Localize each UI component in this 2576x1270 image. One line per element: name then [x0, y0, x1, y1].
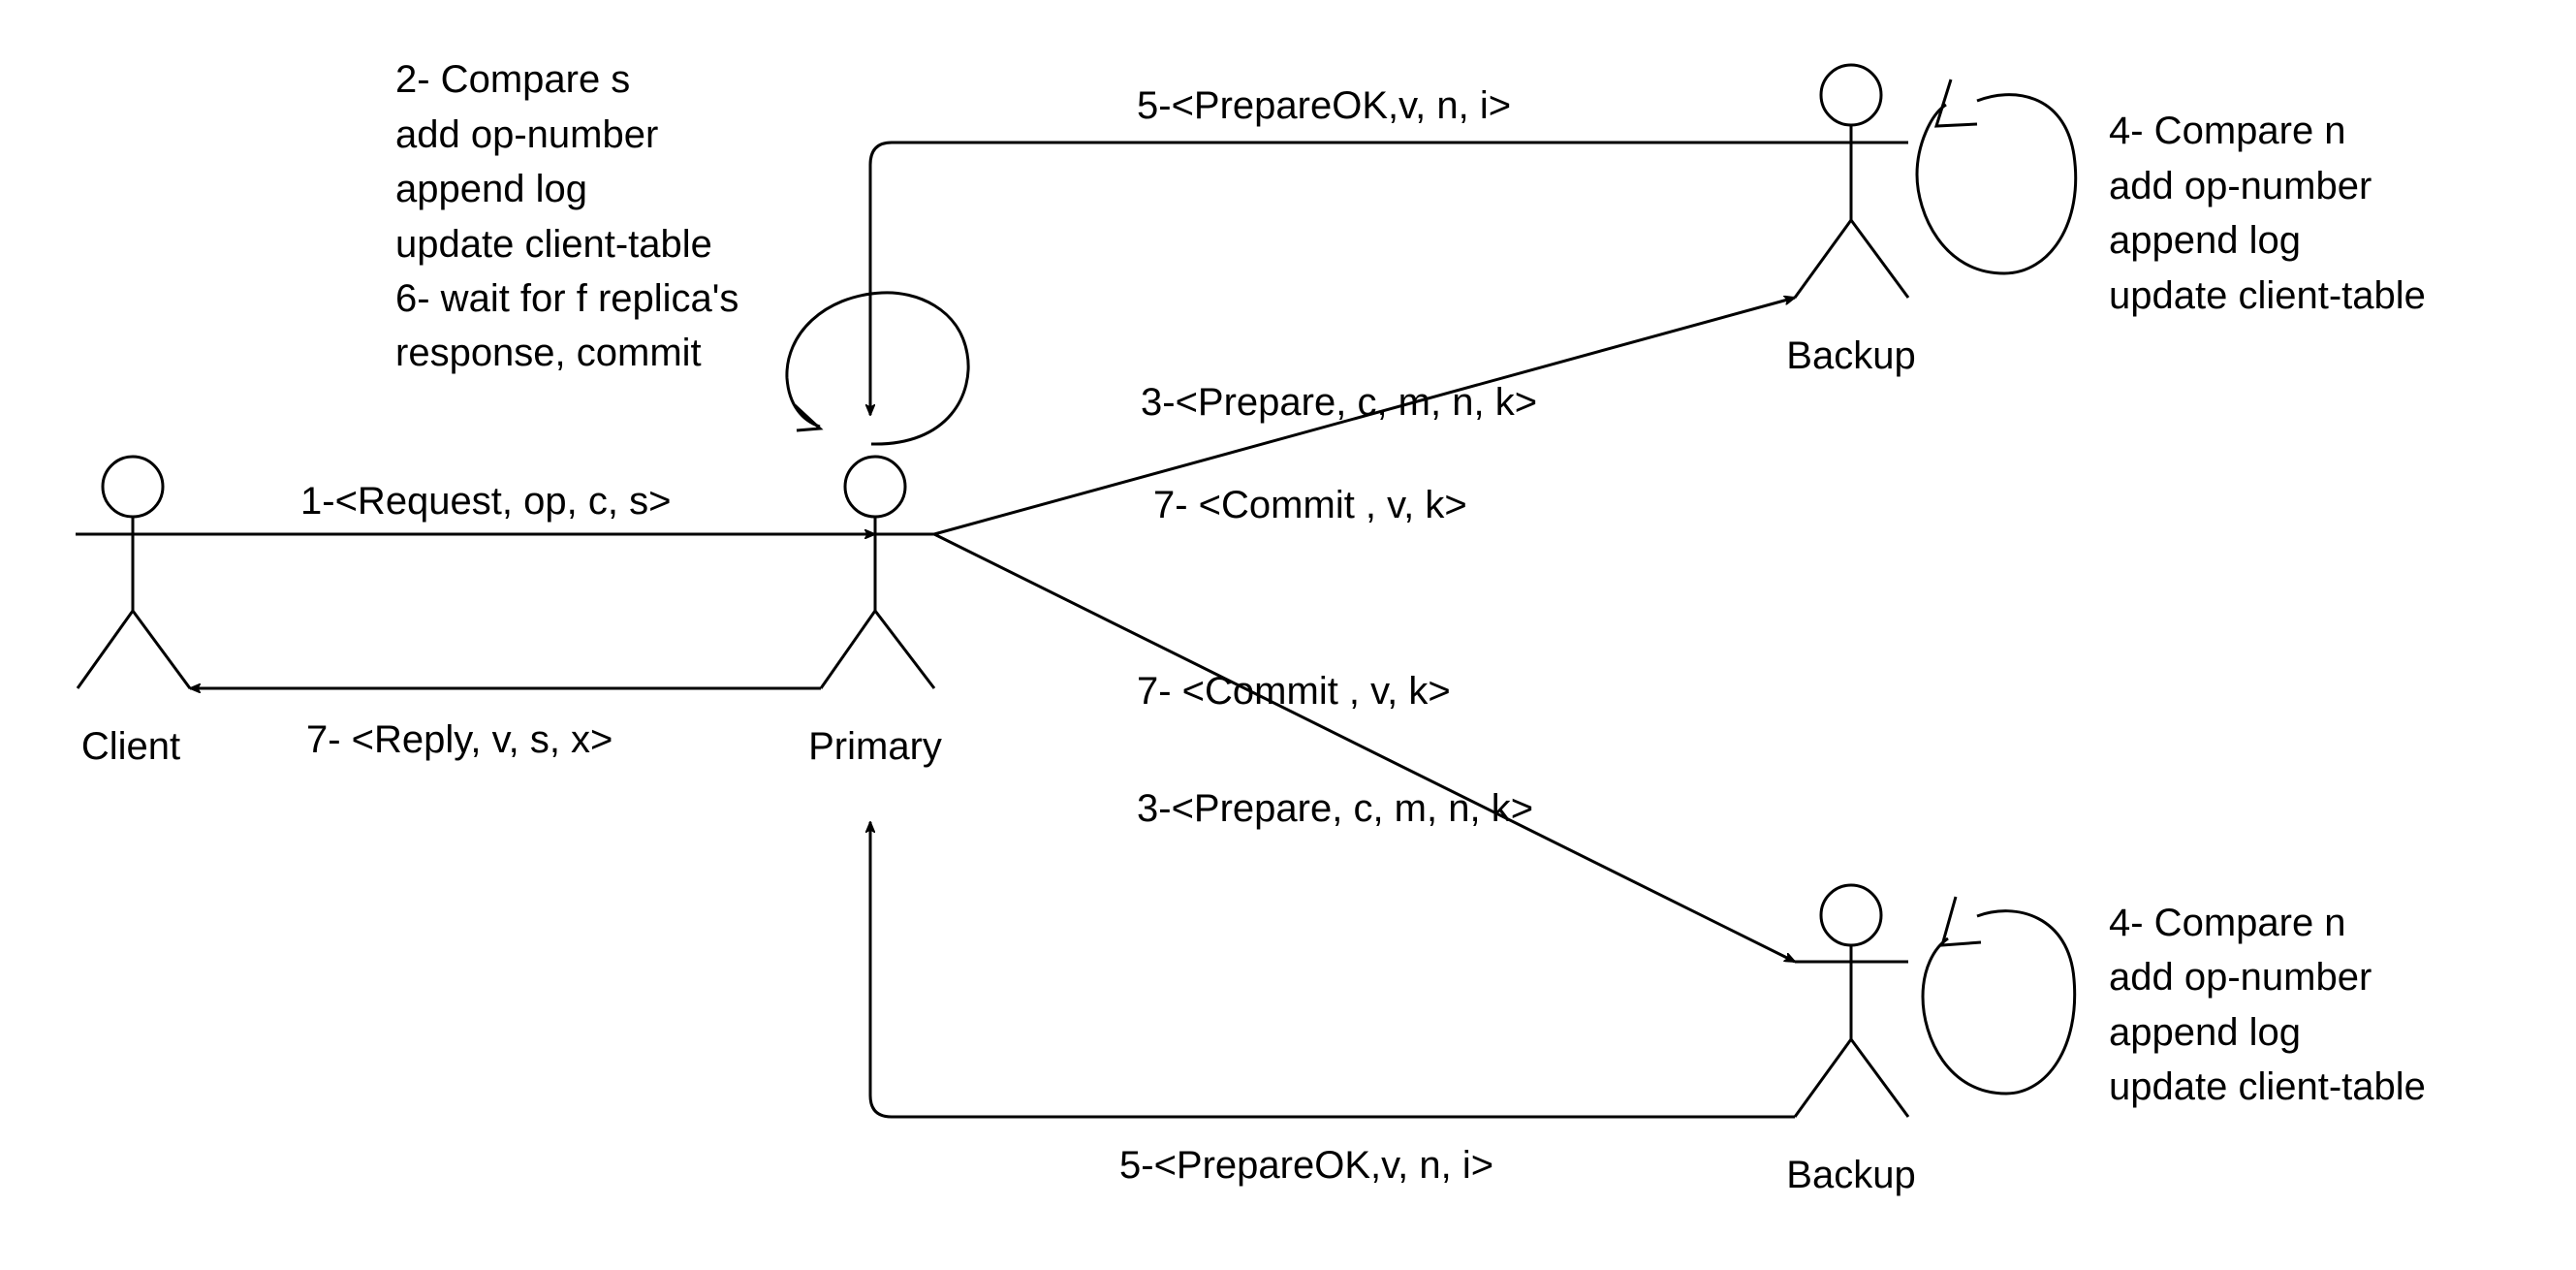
commit-bottom-label: 7- <Commit , v, k>	[1137, 670, 1451, 713]
prepare-top-label: 3-<Prepare, c, m, n, k>	[1141, 381, 1537, 424]
primary-left-leg	[819, 610, 877, 689]
backup-top-label: Backup	[1786, 334, 1915, 377]
backup-bottom-label: Backup	[1786, 1154, 1915, 1196]
request-label: 1-<Request, op, c, s>	[300, 480, 671, 523]
backup-bottom-actor: Backup	[1786, 883, 1916, 1196]
backup-bottom-self-loop	[1921, 909, 2077, 1095]
backup-top-left-leg	[1793, 219, 1853, 299]
commit-top-label: 7- <Commit , v, k>	[1153, 484, 1467, 526]
backup-top-actor: Backup	[1786, 63, 1916, 377]
primary-label: Primary	[808, 725, 942, 768]
backup-bottom-note-line: append log	[2109, 1011, 2301, 1054]
primary-note-line: append log	[395, 168, 587, 210]
primary-self-loop-arrowhead	[793, 403, 824, 432]
client-right-leg	[131, 610, 192, 689]
backup-bottom-note-line: add op-number	[2109, 956, 2372, 999]
prepare-top-arrow	[933, 298, 1795, 536]
primary-note-line: 6- wait for f replica's	[395, 277, 738, 320]
primary-note: 2- Compare s add op-number append log up…	[395, 58, 738, 374]
backup-top-note: 4- Compare n add op-number append log up…	[2109, 110, 2426, 317]
backup-bottom-note-line: update client-table	[2109, 1065, 2426, 1108]
primary-head	[843, 455, 907, 519]
prepareok-bottom-arrow	[870, 822, 1795, 1119]
backup-bottom-note: 4- Compare n add op-number append log up…	[2109, 902, 2426, 1108]
backup-top-note-line: 4- Compare n	[2109, 110, 2346, 152]
backup-top-self-loop-arrowhead	[1933, 79, 1978, 128]
primary-note-line: add op-number	[395, 113, 658, 156]
prepareok-top-label: 5-<PrepareOK,v, n, i>	[1137, 84, 1511, 127]
client-actor: Client	[76, 455, 192, 768]
backup-bottom-self-loop-arrowhead	[1939, 896, 1982, 947]
backup-top-note-line: append log	[2109, 219, 2301, 262]
primary-actor: Primary	[808, 455, 942, 768]
backup-top-self-loop	[1915, 93, 2078, 275]
client-head	[101, 455, 165, 519]
primary-note-line: response, commit	[395, 332, 702, 374]
prepareok-bottom-label: 5-<PrepareOK,v, n, i>	[1119, 1144, 1493, 1187]
client-left-leg	[76, 610, 135, 689]
primary-note-line: 2- Compare s	[395, 58, 630, 101]
backup-bottom-head	[1819, 883, 1883, 947]
backup-bottom-right-leg	[1849, 1038, 1910, 1118]
prepareok-top-arrow	[870, 141, 1795, 415]
primary-right-leg	[873, 610, 936, 689]
client-label: Client	[81, 725, 180, 768]
backup-top-right-leg	[1849, 219, 1910, 299]
reply-label: 7- <Reply, v, s, x>	[306, 718, 613, 761]
prepare-bottom-label: 3-<Prepare, c, m, n, k>	[1137, 787, 1533, 830]
prepare-bottom-arrow	[933, 532, 1795, 964]
primary-note-line: update client-table	[395, 223, 712, 266]
backup-bottom-left-leg	[1793, 1038, 1853, 1118]
backup-top-note-line: update client-table	[2109, 274, 2426, 317]
backup-top-head	[1819, 63, 1883, 127]
primary-self-loop	[785, 291, 970, 446]
backup-top-note-line: add op-number	[2109, 165, 2372, 207]
backup-bottom-note-line: 4- Compare n	[2109, 902, 2346, 944]
